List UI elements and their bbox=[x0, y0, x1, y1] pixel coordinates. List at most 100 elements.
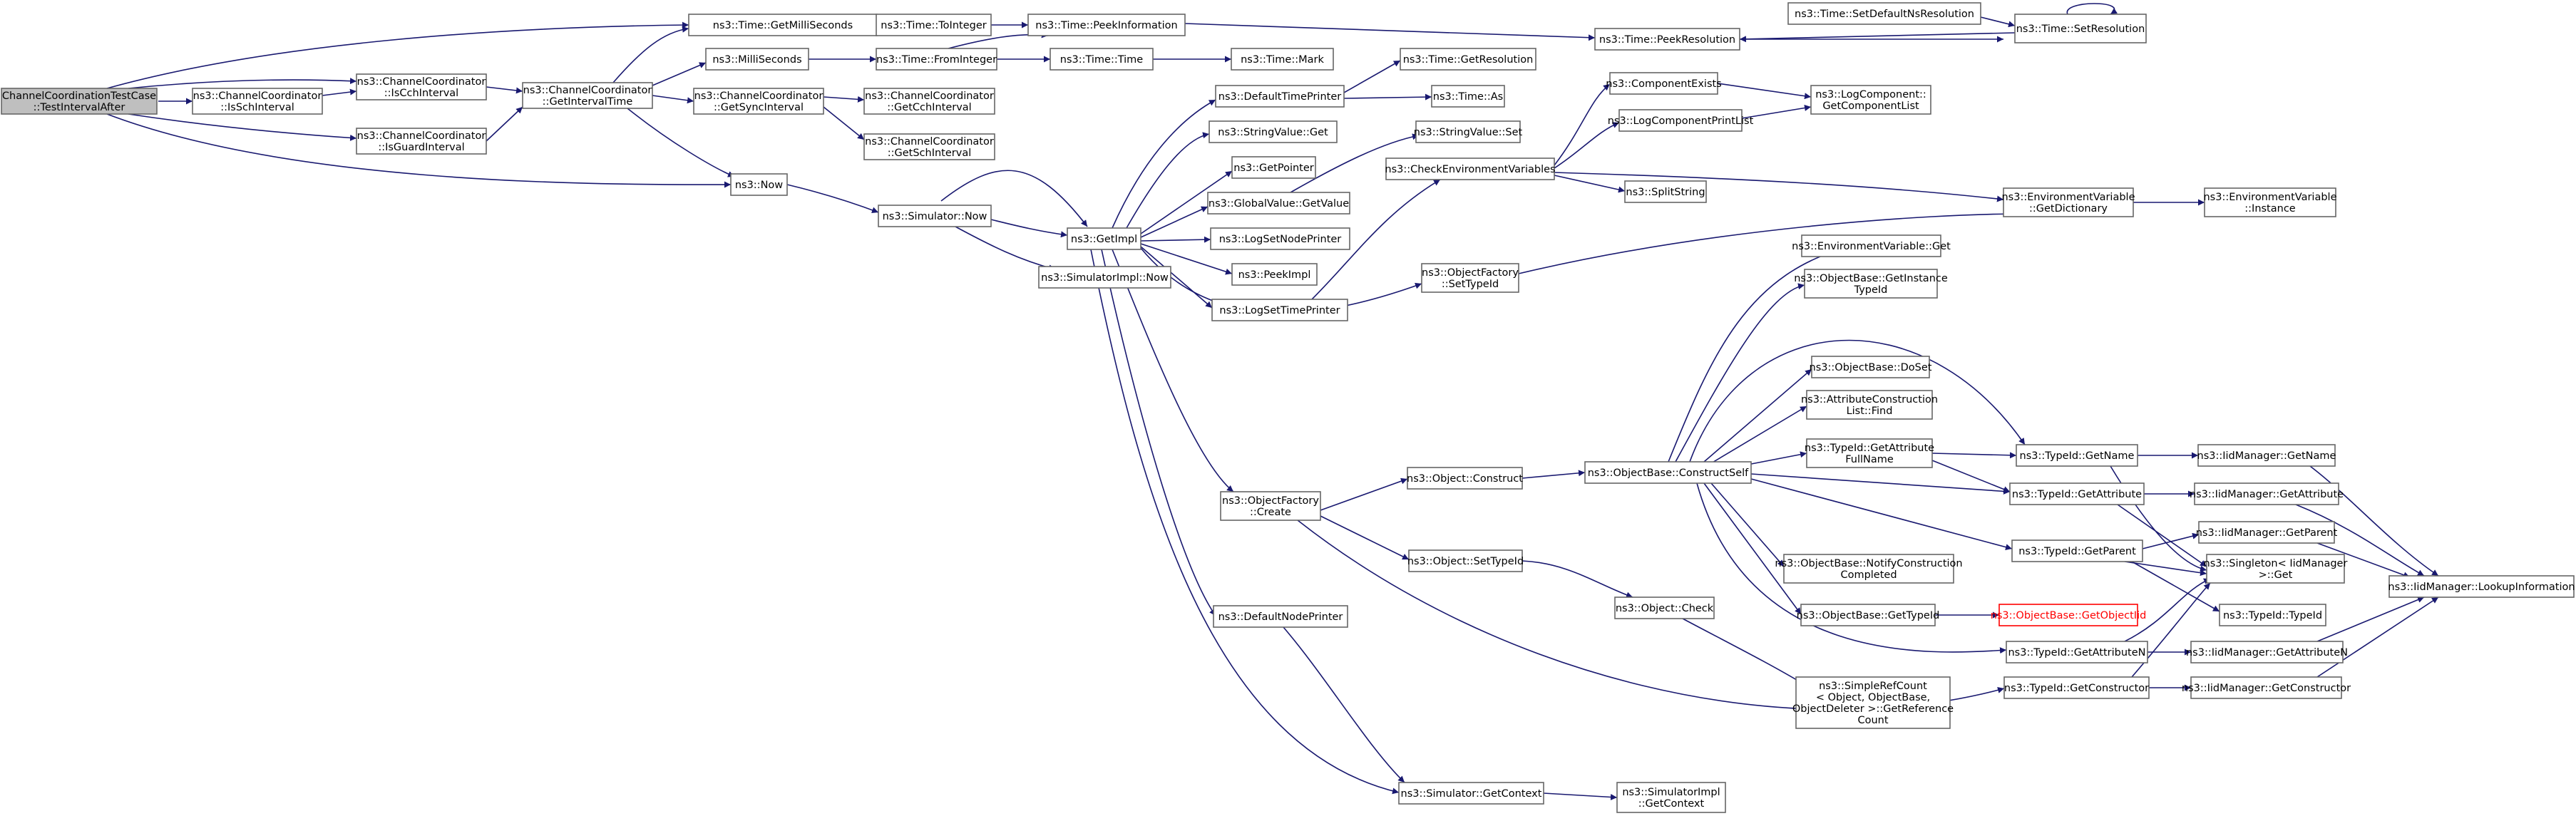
node-getms[interactable]: ns3::Time::GetMilliSeconds bbox=[688, 14, 878, 36]
node-box[interactable] bbox=[1209, 120, 1338, 143]
node-setres[interactable]: ns3::Time::SetResolution bbox=[2014, 14, 2147, 43]
node-box[interactable] bbox=[1067, 227, 1141, 250]
node-box[interactable] bbox=[1215, 85, 1345, 108]
node-box[interactable] bbox=[1210, 227, 1350, 250]
node-toint[interactable]: ns3::Time::ToInteger bbox=[876, 14, 992, 36]
node-box[interactable] bbox=[2194, 482, 2339, 505]
node-box[interactable] bbox=[1810, 85, 1931, 115]
node-getsch[interactable]: ns3::ChannelCoordinator::GetSchInterval bbox=[863, 133, 995, 160]
node-typeidgetparent[interactable]: ns3::TypeId::GetParent bbox=[2011, 539, 2143, 562]
node-typeidgetconstr[interactable]: ns3::TypeId::GetConstructor bbox=[2003, 676, 2150, 699]
node-objbasegetobjid[interactable]: ns3::ObjectBase::GetObjectIid bbox=[1991, 604, 2147, 626]
node-box[interactable] bbox=[730, 173, 788, 196]
node-objbaseconstruct[interactable]: ns3::ObjectBase::ConstructSelf bbox=[1584, 461, 1752, 484]
node-millis[interactable]: ns3::MilliSeconds bbox=[705, 48, 809, 71]
node-compexists[interactable]: ns3::ComponentExists bbox=[1606, 72, 1722, 95]
node-getcch[interactable]: ns3::ChannelCoordinator::GetCchInterval bbox=[863, 88, 995, 115]
node-box[interactable] bbox=[1783, 554, 1954, 584]
node-strvalset[interactable]: ns3::StringValue::Set bbox=[1414, 120, 1523, 143]
node-box[interactable] bbox=[1207, 192, 1350, 215]
node-getinterval[interactable]: ns3::ChannelCoordinator::GetIntervalTime bbox=[522, 82, 653, 109]
node-iidgetattrn[interactable]: ns3::IidManager::GetAttributeN bbox=[2186, 641, 2348, 663]
node-fromint[interactable]: ns3::Time::FromInteger bbox=[876, 48, 997, 71]
node-objcheck[interactable]: ns3::Object::Check bbox=[1614, 596, 1715, 619]
node-typeidgetattr[interactable]: ns3::TypeId::GetAttribute bbox=[2009, 482, 2145, 505]
node-box[interactable] bbox=[2014, 14, 2147, 43]
node-box[interactable] bbox=[2204, 187, 2336, 217]
node-box[interactable] bbox=[2016, 444, 2138, 467]
node-box[interactable] bbox=[688, 14, 878, 36]
node-box[interactable] bbox=[522, 82, 653, 109]
node-singleton[interactable]: ns3::Singleton< IidManager >::Get bbox=[2204, 554, 2348, 584]
node-strvalget[interactable]: ns3::StringValue::Get bbox=[1209, 120, 1338, 143]
node-logsetnode[interactable]: ns3::LogSetNodePrinter bbox=[1210, 227, 1350, 250]
node-box[interactable] bbox=[693, 88, 824, 115]
node-box[interactable] bbox=[1624, 180, 1707, 203]
node-iscch[interactable]: ns3::ChannelCoordinator::IsCchInterval bbox=[356, 73, 487, 100]
node-box[interactable] bbox=[1231, 263, 1318, 286]
node-box[interactable] bbox=[1614, 596, 1715, 619]
node-iidgetattr[interactable]: ns3::IidManager::GetAttribute bbox=[2190, 482, 2344, 505]
node-objfactcreate[interactable]: ns3::ObjectFactory::Create bbox=[1220, 491, 1321, 521]
node-box[interactable] bbox=[1806, 438, 1933, 468]
node-box[interactable] bbox=[876, 14, 992, 36]
node-envgetdict[interactable]: ns3::EnvironmentVariable::GetDictionary bbox=[2001, 187, 2135, 217]
node-box[interactable] bbox=[1231, 48, 1334, 71]
node-box[interactable] bbox=[2006, 641, 2148, 663]
node-typeidgetname[interactable]: ns3::TypeId::GetName bbox=[2016, 444, 2138, 467]
node-objbasegettype[interactable]: ns3::ObjectBase::GetTypeId bbox=[1797, 604, 1940, 626]
node-box[interactable] bbox=[1038, 266, 1171, 289]
node-typeidgetattrn[interactable]: ns3::TypeId::GetAttributeN bbox=[2006, 641, 2148, 663]
node-box[interactable] bbox=[192, 88, 323, 115]
node-box[interactable] bbox=[1609, 72, 1718, 95]
node-objconstruct[interactable]: ns3::Object::Construct bbox=[1407, 467, 1523, 490]
node-box[interactable] bbox=[1421, 263, 1519, 293]
node-globalvalget[interactable]: ns3::GlobalValue::GetValue bbox=[1207, 192, 1350, 215]
node-box[interactable] bbox=[2198, 521, 2335, 544]
node-box[interactable] bbox=[2206, 554, 2345, 584]
node-logcompget[interactable]: ns3::LogComponent::GetComponentList bbox=[1810, 85, 1931, 115]
node-simimplgetcontext[interactable]: ns3::SimulatorImpl::GetContext bbox=[1616, 782, 1726, 813]
node-objbasedoset[interactable]: ns3::ObjectBase::DoSet bbox=[1810, 356, 1932, 378]
node-box[interactable] bbox=[356, 128, 487, 155]
node-peekres[interactable]: ns3::Time::PeekResolution bbox=[1594, 28, 1740, 51]
node-box[interactable] bbox=[1811, 356, 1930, 378]
node-box[interactable] bbox=[1398, 782, 1544, 805]
node-envget[interactable]: ns3::EnvironmentVariable::Get bbox=[1792, 234, 1951, 257]
node-setdefres[interactable]: ns3::Time::SetDefaultNsResolution bbox=[1787, 2, 1981, 25]
node-root[interactable]: ChannelCoordinationTestCase::TestInterva… bbox=[1, 88, 158, 115]
node-getpointer[interactable]: ns3::GetPointer bbox=[1231, 156, 1316, 179]
node-objbasenotify[interactable]: ns3::ObjectBase::NotifyConstructionCompl… bbox=[1775, 554, 1963, 584]
node-simplerefcount[interactable]: ns3::SimpleRefCount< Object, ObjectBase,… bbox=[1792, 676, 1954, 729]
node-box[interactable] bbox=[1050, 48, 1154, 71]
node-box[interactable] bbox=[1407, 467, 1523, 490]
node-box[interactable] bbox=[1618, 109, 1743, 132]
node-box[interactable] bbox=[1027, 14, 1186, 36]
node-box[interactable] bbox=[2011, 539, 2143, 562]
node-box[interactable] bbox=[356, 73, 487, 100]
node-objsettype[interactable]: ns3::Object::SetTypeId bbox=[1407, 549, 1524, 572]
node-timeas[interactable]: ns3::Time::As bbox=[1431, 85, 1505, 108]
node-simgetcontext[interactable]: ns3::Simulator::GetContext bbox=[1398, 782, 1544, 805]
node-box[interactable] bbox=[1415, 120, 1521, 143]
node-simnow[interactable]: ns3::Simulator::Now bbox=[878, 205, 992, 227]
node-logcompprint[interactable]: ns3::LogComponentPrintList bbox=[1608, 109, 1754, 132]
node-simimplnow[interactable]: ns3::SimulatorImpl::Now bbox=[1038, 266, 1171, 289]
node-envinstance[interactable]: ns3::EnvironmentVariable::Instance bbox=[2203, 187, 2337, 217]
node-box[interactable] bbox=[1213, 605, 1348, 628]
node-box[interactable] bbox=[1801, 234, 1941, 257]
node-box[interactable] bbox=[878, 205, 992, 227]
node-box[interactable] bbox=[1220, 491, 1321, 521]
node-box[interactable] bbox=[705, 48, 809, 71]
node-box[interactable] bbox=[1431, 85, 1505, 108]
node-box[interactable] bbox=[1806, 390, 1933, 420]
node-getresolution[interactable]: ns3::Time::GetResolution bbox=[1400, 48, 1536, 71]
node-box[interactable] bbox=[1, 88, 158, 115]
node-box[interactable] bbox=[2009, 482, 2145, 505]
node-now[interactable]: ns3::Now bbox=[730, 173, 788, 196]
node-box[interactable] bbox=[1795, 676, 1951, 729]
node-splitstring[interactable]: ns3::SplitString bbox=[1624, 180, 1707, 203]
node-box[interactable] bbox=[1385, 157, 1555, 180]
node-box[interactable] bbox=[2190, 676, 2342, 699]
